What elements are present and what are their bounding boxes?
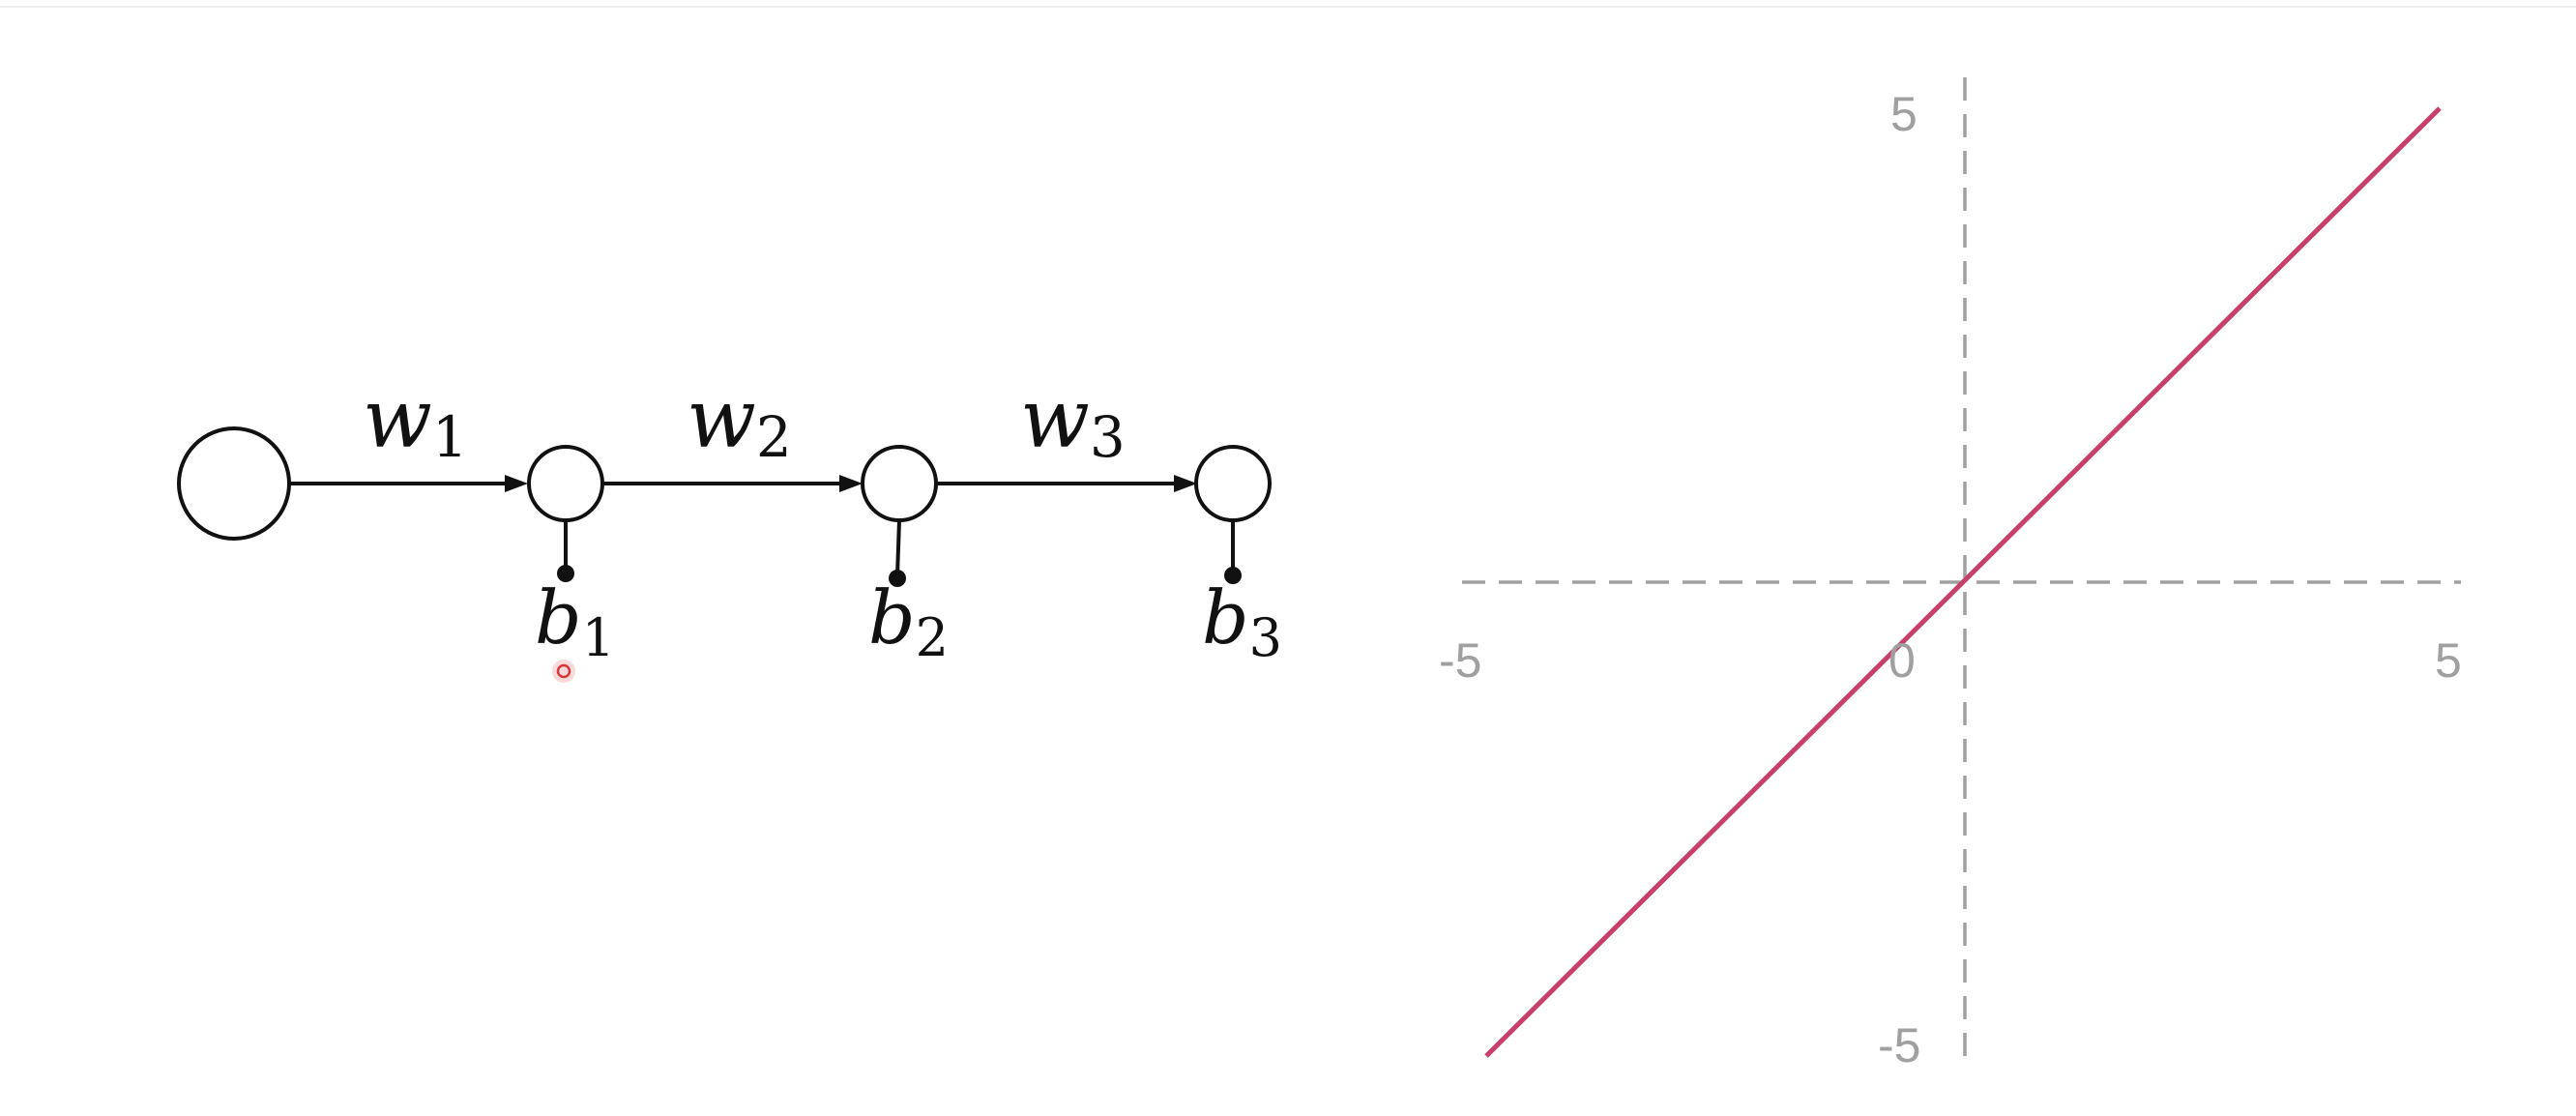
- bias-dot-2: [889, 570, 906, 587]
- bias-dot-1: [557, 565, 574, 582]
- function-plot: 5 -5 -5 5 0: [1439, 77, 2462, 1072]
- series-line: [1484, 106, 2442, 1058]
- tick-label-x-left: -5: [1439, 633, 1481, 688]
- cursor-marker: [552, 660, 575, 683]
- hidden-node-2: [861, 445, 938, 522]
- bias-label-1: b1: [535, 574, 615, 668]
- bias-label-2: b2: [868, 574, 949, 668]
- weight-label-1: w1: [363, 371, 468, 470]
- weight-label-2: w2: [687, 371, 792, 470]
- network-diagram: w1 w2 w3 b1 b2 b3: [177, 371, 1282, 683]
- arrowhead-2: [839, 475, 863, 492]
- tick-label-y-bottom: -5: [1878, 1018, 1920, 1072]
- top-divider: [0, 6, 2576, 8]
- tick-label-y-top: 5: [1890, 87, 1917, 141]
- output-node: [1194, 445, 1272, 522]
- bias-dot-3: [1224, 567, 1242, 584]
- bias-stem-2: [895, 519, 901, 576]
- weight-label-3: w3: [1020, 371, 1126, 470]
- tick-label-origin: 0: [1888, 633, 1916, 688]
- arrowhead-3: [1174, 475, 1197, 492]
- arrowhead-1: [505, 475, 528, 492]
- cursor-marker-ring: [556, 663, 571, 679]
- bias-label-3: b3: [1202, 574, 1282, 668]
- input-node: [177, 426, 291, 541]
- tick-label-x-right: 5: [2435, 633, 2462, 688]
- hidden-node-1: [527, 445, 604, 522]
